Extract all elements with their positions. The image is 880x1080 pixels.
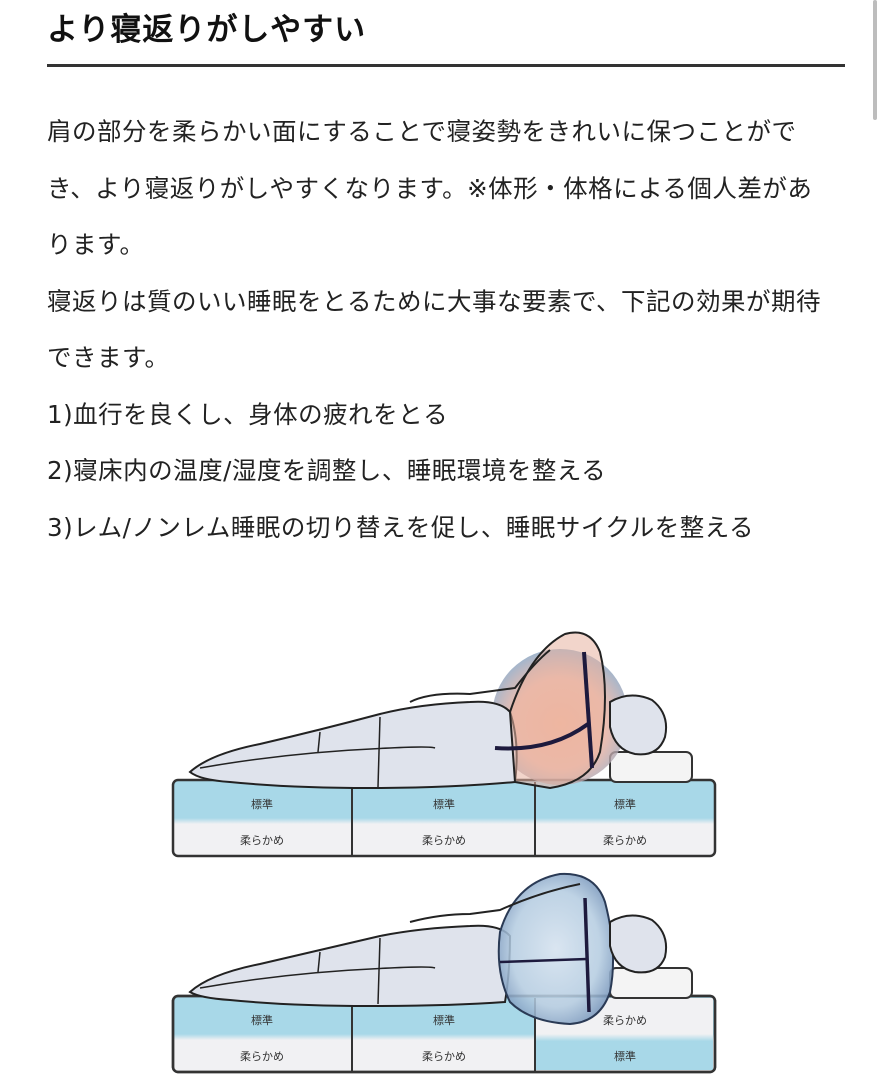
benefit-item-3: 3)レム/ノンレム睡眠の切り替えを促し、睡眠サイクルを整える: [47, 512, 754, 542]
benefit-item-2: 2)寝床内の温度/湿度を調整し、睡眠環境を整える: [47, 456, 607, 485]
description-paragraph-1: 肩の部分を柔らかい面にすることで寝姿勢をきれいに保つことができ、より寝返りがしや…: [47, 117, 813, 259]
segment-2-top-label: 標準: [433, 1013, 455, 1027]
segment-3-top-label: 標準: [614, 797, 636, 811]
segment-1-bottom-label: 柔らかめ: [240, 834, 284, 847]
segment-1-bottom-label: 柔らかめ: [240, 1050, 284, 1063]
section-title: より寝返りがしやすい: [47, 12, 367, 48]
segment-2-bottom-label: 柔らかめ: [422, 834, 466, 847]
illustration-standard-mattress: 標準 柔らかめ 標準 柔らかめ 標準 柔らかめ: [170, 622, 718, 862]
shoulder-highlight-blob: [497, 872, 615, 1026]
segment-3-top-label: 柔らかめ: [603, 1014, 647, 1027]
segment-2-top-label: 標準: [433, 797, 455, 811]
title-divider: [47, 64, 845, 67]
description-paragraph-2: 寝返りは質のいい睡眠をとるために大事な要素で、下記の効果が期待できます。: [47, 286, 822, 373]
benefit-item-1: 1)血行を良くし、身体の疲れをとる: [47, 399, 449, 429]
segment-3-bottom-label: 標準: [614, 1049, 636, 1063]
scrollbar[interactable]: [873, 0, 877, 120]
sleeping-figure-illustration: 標準 柔らかめ 標準 柔らかめ 柔らかめ 標準: [171, 872, 717, 1074]
product-feature-section: より寝返りがしやすい 肩の部分を柔らかい面にすることで寝姿勢をきれいに保つことが…: [47, 0, 845, 542]
segment-2-bottom-label: 柔らかめ: [422, 1050, 466, 1063]
illustration-flipped-mattress: 標準 柔らかめ 標準 柔らかめ 柔らかめ 標準: [170, 862, 718, 1080]
segment-1-top-label: 標準: [251, 797, 273, 811]
segment-3-bottom-label: 柔らかめ: [603, 834, 647, 847]
segment-1-top-label: 標準: [251, 1013, 273, 1027]
feature-description: 肩の部分を柔らかい面にすることで寝姿勢をきれいに保つことができ、より寝返りがしや…: [47, 104, 837, 556]
sleeping-figure-illustration: 標準 柔らかめ 標準 柔らかめ 標準 柔らかめ: [171, 631, 717, 858]
